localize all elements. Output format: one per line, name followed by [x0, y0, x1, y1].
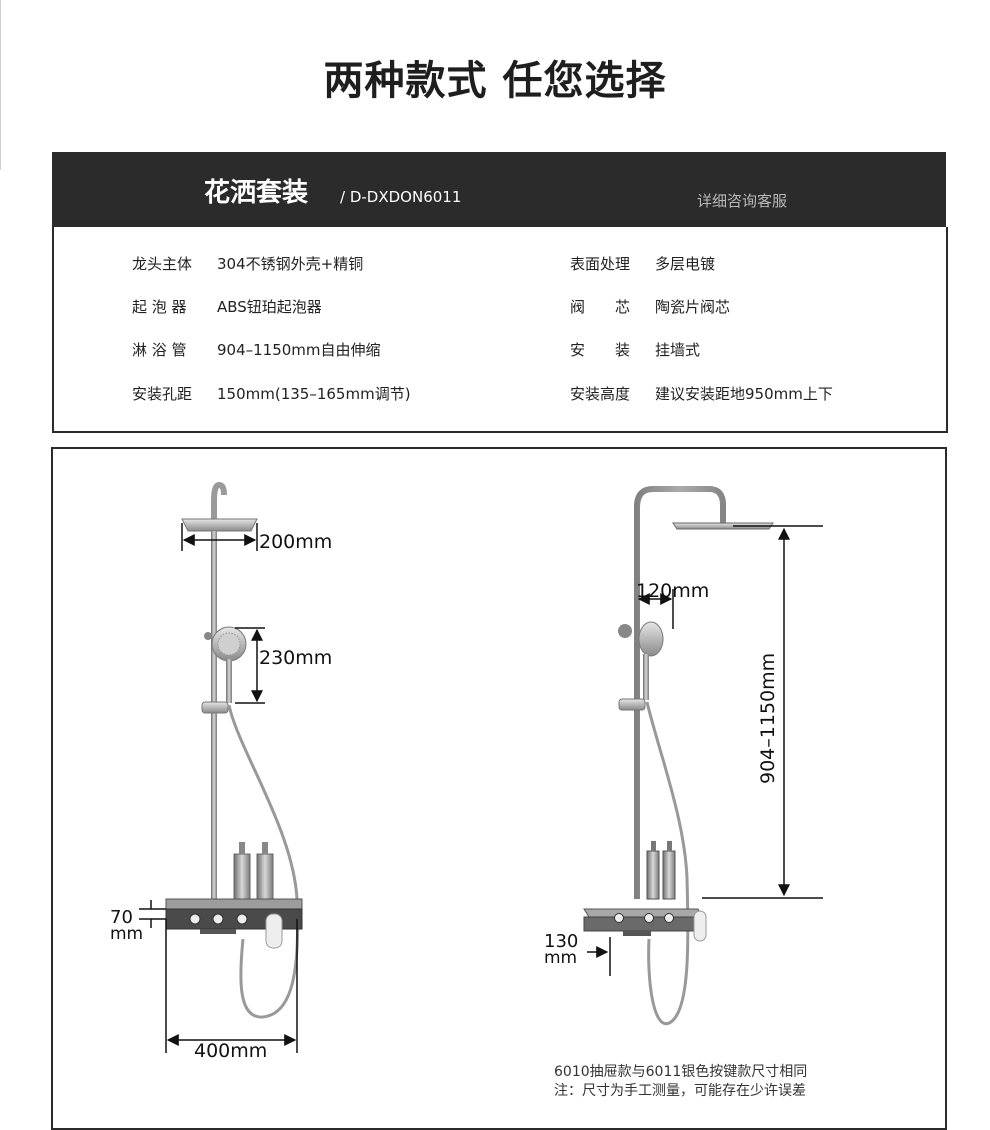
spec-table: 龙头主体 304不锈钢外壳+精铜 起 泡 器 ABS钮珀起泡器 淋 浴 管 904–1…: [52, 227, 948, 433]
control-button: [644, 913, 654, 923]
control-button: [614, 913, 624, 923]
overhead-shower-head: [181, 518, 258, 532]
shelf-width-label: 400mm: [194, 1040, 267, 1062]
side-view-shower: [583, 486, 823, 1026]
customer-service-link[interactable]: 详细咨询客服: [697, 192, 788, 210]
wall-bracket: [618, 624, 632, 638]
spec-label: 安装孔距: [132, 385, 193, 403]
shower-hose: [227, 704, 300, 1019]
hand-shower-head: [638, 621, 664, 657]
spec-label: 表面处理: [570, 255, 631, 273]
spec-row: 安 装 挂墙式: [570, 339, 700, 360]
spec-value: 304不锈钢外壳+精铜: [217, 255, 364, 273]
overhead-shower-head: [672, 522, 774, 530]
shower-diagrams-svg: 200mm 230mm 70 mm 400mm 120mm 904–1150mm…: [110, 481, 823, 1062]
dimension-diagram: 200mm 230mm 70 mm 400mm 120mm 904–1150mm…: [51, 447, 947, 1130]
note-line-1: 6010抽屉款与6011银色按键款尺寸相同: [554, 1064, 808, 1080]
riser-rail: [211, 531, 217, 901]
hand-shower-handle: [643, 654, 649, 700]
spout: [623, 931, 651, 936]
head-width-label: 200mm: [259, 531, 332, 553]
wall-bracket: [204, 632, 212, 640]
spec-value: 150mm(135–165mm调节): [217, 385, 411, 403]
mixer-panel: [583, 916, 700, 932]
wall-depth-label: 130: [544, 931, 578, 952]
spec-value: 陶瓷片阀芯: [655, 298, 731, 316]
spec-row: 淋 浴 管 904–1150mm自由伸缩: [132, 339, 381, 360]
gooseneck-pipe: [211, 481, 227, 541]
soap-bottle: [662, 850, 676, 900]
control-button: [212, 913, 224, 925]
mixer-handle: [693, 910, 707, 942]
soap-bottle: [256, 853, 274, 907]
spec-label: 起 泡 器: [132, 298, 187, 316]
spec-label: 阀 芯: [570, 298, 631, 316]
rail-range-label: 904–1150mm: [757, 653, 779, 784]
spec-value: 904–1150mm自由伸缩: [217, 341, 381, 359]
spec-label: 龙头主体: [132, 255, 193, 273]
page-title: 两种款式 任您选择: [323, 58, 667, 104]
riser-rail: [634, 486, 726, 899]
shelf-top: [583, 908, 704, 918]
spec-value: 多层电镀: [655, 255, 716, 273]
spec-value: 建议安装距地950mm上下: [655, 385, 833, 403]
arm-offset-label: 120mm: [636, 580, 709, 602]
hand-shower-handle: [226, 659, 232, 703]
handshower-height-label: 230mm: [259, 647, 332, 669]
soap-bottle: [646, 850, 660, 900]
shelf-height-label: 70: [110, 907, 133, 928]
spec-label: 安 装: [570, 341, 631, 359]
front-view-shower: [139, 481, 303, 1053]
spec-row: 表面处理 多层电镀: [570, 253, 715, 274]
control-button: [664, 913, 674, 923]
mixer-handle: [265, 913, 283, 949]
slider-bracket: [201, 701, 229, 714]
product-name: 花洒套装: [204, 178, 309, 208]
spec-label: 安装高度: [570, 385, 631, 403]
shelf-height-unit: mm: [110, 924, 143, 944]
spec-row: 龙头主体 304不锈钢外壳+精铜: [132, 253, 363, 274]
spout: [200, 929, 236, 934]
spec-label: 淋 浴 管: [132, 341, 187, 359]
product-header-bar: 花洒套装 / D-DXDON6011 详细咨询客服: [52, 152, 946, 227]
shelf-top: [165, 898, 303, 910]
spec-value: 挂墙式: [655, 341, 701, 359]
shower-hose: [645, 701, 690, 1026]
note-line-2: 注：尺寸为手工测量，可能存在少许误差: [554, 1083, 806, 1099]
spec-row: 安装高度 建议安装距地950mm上下: [570, 383, 833, 404]
left-edge-line: [0, 0, 1, 170]
wall-depth-unit: mm: [544, 948, 577, 968]
spec-row: 安装孔距 150mm(135–165mm调节): [132, 383, 411, 404]
soap-bottle: [233, 853, 251, 907]
control-button: [189, 913, 201, 925]
spec-row: 起 泡 器 ABS钮珀起泡器: [132, 296, 322, 317]
product-model: / D-DXDON6011: [340, 188, 462, 206]
control-button: [236, 913, 248, 925]
slider-bracket: [618, 698, 646, 711]
spec-row: 阀 芯 陶瓷片阀芯: [570, 296, 730, 317]
spec-value: ABS钮珀起泡器: [217, 298, 322, 316]
